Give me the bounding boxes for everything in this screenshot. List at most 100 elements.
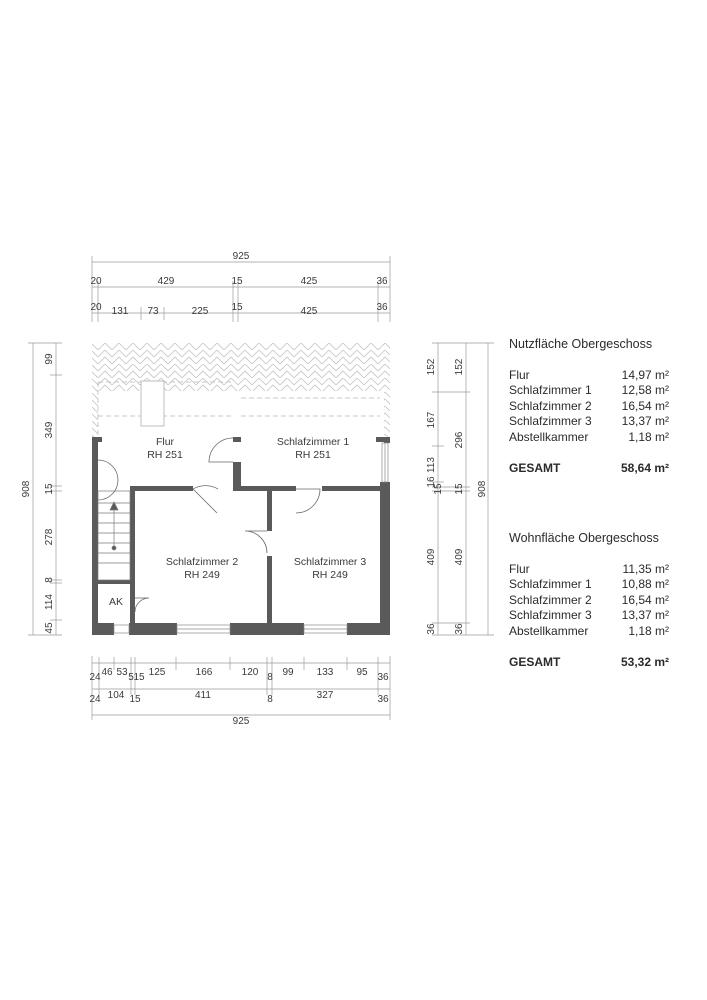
row-name: Schlafzimmer 2 (509, 592, 592, 607)
wohnflaeche-title: Wohnfläche Obergeschoss (509, 531, 659, 545)
dim-top-r2-6: 36 (376, 302, 388, 313)
row-name: Abstellkammer (509, 429, 589, 444)
dim-right-outer-3: 409 (454, 548, 465, 565)
dim-bot-r1-4: 15 (133, 672, 145, 683)
dim-top-r1-4: 36 (376, 276, 388, 287)
dim-top-r2-5: 425 (301, 306, 318, 317)
row-name: Schlafzimmer 1 (509, 383, 592, 397)
row-value: 1,18 m² (628, 623, 669, 638)
table-row: Schlafzimmer 2 16,54 m² (509, 593, 669, 609)
dim-right-outer-4: 36 (454, 623, 465, 635)
room-sz2-height: RH 249 (184, 569, 220, 581)
dim-left-2: 15 (44, 483, 55, 495)
total-label: GESAMT (509, 655, 561, 669)
dim-right-inner-2: 113 (426, 457, 437, 473)
dim-right-inner-3: 16 (426, 476, 437, 488)
dim-bot-r2-3: 411 (195, 690, 211, 701)
dim-bot-r2-1: 104 (108, 690, 125, 701)
row-name: Schlafzimmer 3 (509, 414, 592, 428)
dim-bot-r1-5: 125 (149, 667, 166, 678)
row-name: Flur (509, 367, 530, 382)
dim-top-r1-0: 20 (90, 276, 102, 287)
wohnflaeche-table: Wohnfläche Obergeschoss Flur 11,35 m² Sc… (509, 531, 669, 671)
dim-right-inner-1: 167 (426, 411, 437, 428)
door-sz2-sz3 (244, 530, 268, 554)
dim-top-r2-4: 15 (231, 302, 243, 313)
total-value: 58,64 m² (620, 461, 669, 475)
row-value: 13,37 m² (621, 608, 669, 622)
dim-left-4: 8 (44, 577, 55, 583)
dim-bot-r1-1: 46 (101, 667, 113, 678)
dim-bot-r2-6: 36 (377, 694, 389, 705)
nutzflaeche-table: Nutzfläche Obergeschoss Flur 14,97 m² Sc… (509, 337, 669, 477)
building (92, 343, 390, 635)
door-sz1 (208, 437, 234, 463)
dim-bot-r2-2: 15 (129, 694, 141, 705)
total-value: 53,32 m² (620, 655, 669, 669)
table-row: Abstellkammer 1,18 m² (509, 430, 669, 446)
total-row: GESAMT 53,32 m² (509, 655, 669, 671)
dim-bot-r1-11: 95 (356, 667, 368, 678)
row-value: 13,37 m² (621, 414, 669, 428)
dim-top-r1-1: 429 (158, 276, 175, 287)
dim-bot-r1-6: 166 (196, 667, 213, 678)
dim-top-r1-3: 425 (301, 276, 318, 287)
room-sz2-name: Schlafzimmer 2 (166, 556, 239, 568)
dim-right-inner-0: 152 (426, 358, 437, 375)
dim-top-r2-1: 131 (112, 306, 129, 317)
dim-right-outer-2: 15 (454, 483, 465, 495)
dim-top-r1-2: 15 (231, 276, 243, 287)
row-value: 16,54 m² (621, 592, 669, 607)
dim-left-1: 349 (44, 421, 55, 438)
total-row: GESAMT 58,64 m² (509, 461, 669, 477)
top-dimensions (91, 256, 391, 322)
stairs (97, 490, 131, 581)
dim-bot-r1-2: 53 (116, 667, 128, 678)
dim-left-3: 278 (44, 528, 55, 545)
row-value: 14,97 m² (621, 367, 669, 382)
dim-left-total: 908 (21, 480, 32, 497)
total-label: GESAMT (509, 461, 561, 475)
row-value: 11,35 m² (622, 561, 669, 576)
room-sz1-height: RH 251 (295, 449, 331, 461)
table-row: Schlafzimmer 1 10,88 m² (509, 577, 669, 593)
dim-bot-r2-4: 8 (267, 694, 273, 705)
dim-left-6: 45 (44, 622, 55, 634)
row-name: Schlafzimmer 3 (509, 608, 592, 622)
dim-bot-r1-0: 24 (89, 672, 101, 683)
dim-bot-r1-7: 120 (242, 667, 259, 678)
right-dimensions (432, 342, 494, 636)
row-value: 1,18 m² (628, 429, 669, 444)
door-ak (134, 597, 150, 613)
dim-bot-r2-0: 24 (89, 694, 101, 705)
row-value: 12,58 m² (621, 383, 669, 397)
table-row: Abstellkammer 1,18 m² (509, 624, 669, 640)
bottom-dimensions (91, 656, 391, 720)
dim-top-r2-3: 225 (192, 306, 209, 317)
dim-bot-r1-8: 8 (267, 672, 273, 683)
door-sz3 (295, 488, 321, 514)
table-row: Schlafzimmer 3 13,37 m² (509, 608, 669, 624)
dim-right-inner-5: 36 (426, 623, 437, 635)
row-name: Flur (509, 561, 530, 576)
skylight (140, 380, 165, 427)
dim-right-outer-1: 296 (454, 431, 465, 448)
row-name: Schlafzimmer 1 (509, 577, 592, 591)
room-sz3-name: Schlafzimmer 3 (294, 556, 367, 568)
dim-bot-r1-12: 36 (377, 672, 389, 683)
dim-bot-total: 925 (233, 716, 250, 727)
right-dimension-labels: 152 167 113 16 15 409 36 152 296 15 409 … (426, 358, 488, 634)
top-dimension-labels: 925 20 429 15 425 36 20 131 73 225 15 42… (90, 251, 388, 317)
room-flur-name: Flur (156, 436, 175, 448)
room-sz3-height: RH 249 (312, 569, 348, 581)
dim-left-5: 114 (44, 594, 55, 610)
row-value: 10,88 m² (621, 577, 669, 591)
row-name: Abstellkammer (509, 623, 589, 638)
dim-bot-r1-10: 133 (317, 667, 334, 678)
dim-bot-r1-9: 99 (282, 667, 294, 678)
room-sz1-name: Schlafzimmer 1 (277, 436, 350, 448)
dim-bot-r2-5: 327 (317, 690, 334, 701)
dim-bot-r1-3: 5 (128, 672, 134, 683)
room-labels: Flur RH 251 Schlafzimmer 1 RH 251 Schlaf… (109, 436, 366, 608)
left-dimension-labels: 908 99 349 15 278 8 114 45 (21, 353, 55, 634)
